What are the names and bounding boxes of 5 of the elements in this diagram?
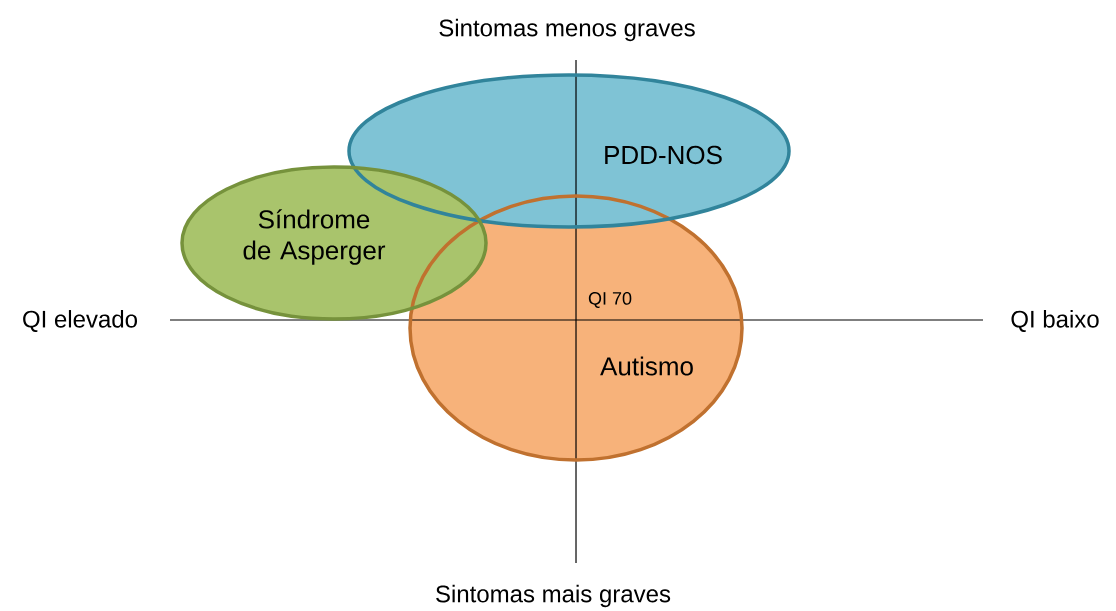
axis-label: QI elevado — [23, 310, 137, 332]
axis-label: QI baixo — [1011, 310, 1099, 332]
axis-label: QI 70 — [588, 292, 632, 308]
axis-label: Sintomas menos graves — [439, 18, 695, 42]
axis-label: Sintomas mais graves — [436, 584, 671, 608]
